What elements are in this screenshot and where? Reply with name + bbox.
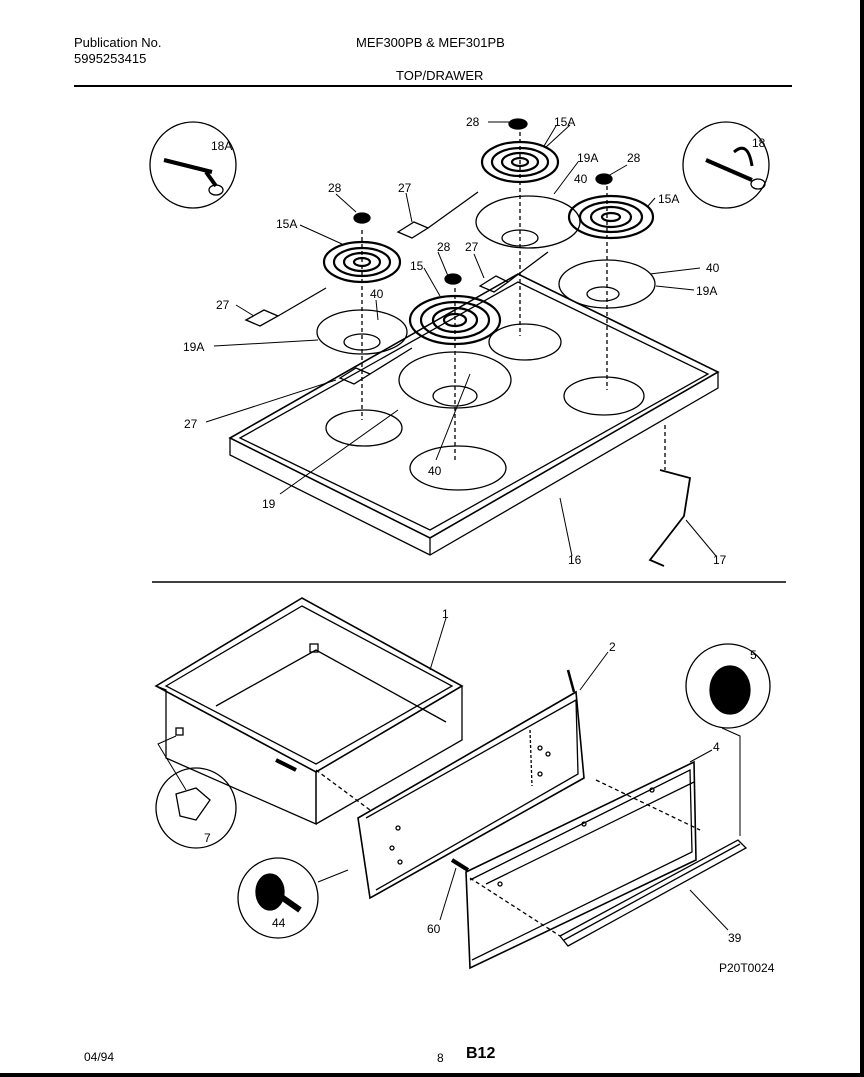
surface-elements bbox=[322, 140, 655, 346]
figure-id: P20T0024 bbox=[719, 961, 775, 975]
footer-sheet: 8 bbox=[437, 1051, 444, 1065]
drawer-alignment-lines bbox=[315, 769, 701, 937]
callout-4: 4 bbox=[713, 740, 720, 754]
section-title: TOP/DRAWER bbox=[396, 68, 484, 83]
callout-27c: 27 bbox=[216, 298, 230, 312]
callout-18: 18 bbox=[752, 136, 766, 150]
callout-17: 17 bbox=[713, 553, 727, 567]
detail-circle-7 bbox=[155, 767, 237, 849]
footer-page: B12 bbox=[466, 1045, 496, 1062]
top-callout-labels: 28 15A 19A 28 15A 18A 18 40 28 27 15A 28… bbox=[183, 115, 766, 567]
publication-label: Publication No. bbox=[74, 35, 162, 50]
callout-7: 7 bbox=[204, 831, 211, 845]
callout-60: 60 bbox=[427, 922, 441, 936]
callout-40-left: 40 bbox=[370, 287, 384, 301]
footer-date: 04/94 bbox=[84, 1050, 115, 1064]
element-caps bbox=[353, 118, 613, 285]
callout-19a-left: 19A bbox=[183, 340, 204, 354]
detail-circle-18a bbox=[149, 121, 237, 209]
callout-18a: 18A bbox=[211, 139, 232, 153]
bottom-callout-labels: 1 2 5 4 7 44 60 39 P20T0024 bbox=[204, 607, 775, 975]
screw bbox=[450, 858, 470, 872]
callout-19a-top: 19A bbox=[577, 151, 598, 165]
drawer-front bbox=[465, 760, 697, 970]
callout-15a-right: 15A bbox=[658, 192, 679, 206]
callout-40-right: 40 bbox=[706, 261, 720, 275]
callout-5: 5 bbox=[750, 648, 757, 662]
callout-27d: 27 bbox=[184, 417, 198, 431]
callout-15a-left: 15A bbox=[276, 217, 297, 231]
publication-number: 5995253415 bbox=[74, 51, 147, 66]
callout-28c: 28 bbox=[328, 181, 342, 195]
callout-19: 19 bbox=[262, 497, 276, 511]
cooktop-group bbox=[228, 273, 720, 556]
drawer-body bbox=[154, 597, 464, 825]
callout-15a-top: 15A bbox=[554, 115, 575, 129]
detail-circle-44 bbox=[237, 857, 319, 939]
receptacles bbox=[244, 191, 549, 385]
callout-39: 39 bbox=[728, 931, 742, 945]
callout-28a: 28 bbox=[466, 115, 480, 129]
alignment-lines bbox=[361, 132, 666, 470]
callout-28b: 28 bbox=[627, 151, 641, 165]
support-bracket bbox=[648, 469, 692, 567]
callout-44: 44 bbox=[272, 916, 286, 930]
callout-1: 1 bbox=[442, 607, 449, 621]
model-numbers: MEF300PB & MEF301PB bbox=[356, 35, 505, 50]
callout-40-top: 40 bbox=[574, 172, 588, 186]
detail-circle-5 bbox=[685, 643, 771, 729]
header-rule bbox=[74, 85, 792, 87]
top-leader-lines bbox=[205, 121, 717, 557]
drawer-back-panel bbox=[357, 669, 585, 900]
callout-15: 15 bbox=[410, 259, 424, 273]
callout-40-bottom: 40 bbox=[428, 464, 442, 478]
callout-19a-right: 19A bbox=[696, 284, 717, 298]
detail-circle-18 bbox=[682, 121, 770, 209]
bottom-leader-lines bbox=[157, 617, 741, 931]
callout-28d: 28 bbox=[437, 240, 451, 254]
drawer-handle bbox=[559, 839, 748, 947]
callout-16: 16 bbox=[568, 553, 582, 567]
callout-27a: 27 bbox=[398, 181, 412, 195]
callout-2: 2 bbox=[609, 640, 616, 654]
callout-27b: 27 bbox=[465, 240, 479, 254]
